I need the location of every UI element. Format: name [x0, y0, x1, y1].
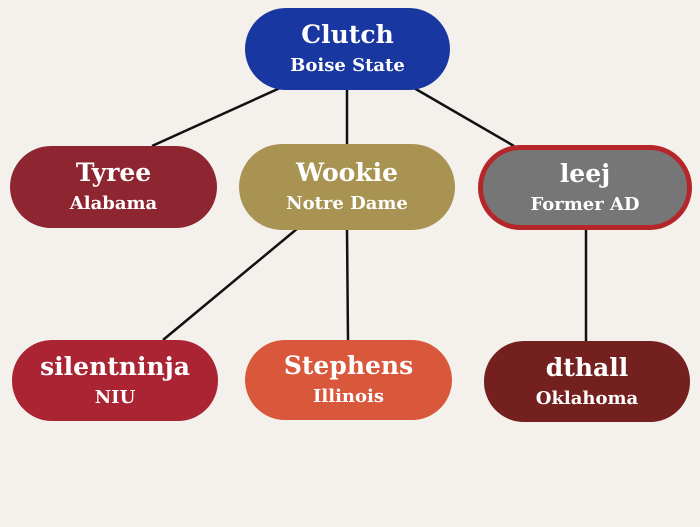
node-silentninja: silentninja NIU — [12, 340, 218, 421]
edge-wookie-silentninja — [162, 227, 299, 341]
node-tyree: Tyree Alabama — [10, 146, 217, 228]
node-wookie: Wookie Notre Dame — [239, 144, 455, 230]
node-name: silentninja — [40, 351, 190, 381]
node-subtitle: Alabama — [69, 193, 158, 214]
node-subtitle: Boise State — [290, 55, 405, 76]
node-subtitle: Illinois — [313, 386, 384, 407]
node-name: Clutch — [301, 20, 394, 49]
node-dthall: dthall Oklahoma — [484, 341, 690, 422]
edge-clutch-leej — [413, 86, 515, 148]
node-name: leej — [559, 158, 611, 188]
node-subtitle: Notre Dame — [286, 193, 408, 214]
edge-clutch-tyree — [151, 86, 281, 148]
node-name: Stephens — [283, 351, 414, 380]
node-subtitle: Oklahoma — [535, 387, 639, 409]
node-name: dthall — [545, 352, 629, 382]
edge-wookie-stephens — [345, 229, 350, 341]
node-clutch: Clutch Boise State — [245, 8, 450, 90]
node-name: Tyree — [75, 158, 152, 187]
node-subtitle: Former AD — [530, 193, 640, 215]
node-leej: leej Former AD — [478, 145, 692, 230]
node-stephens: Stephens Illinois — [245, 340, 452, 420]
node-subtitle: NIU — [94, 386, 136, 408]
node-name: Wookie — [295, 158, 399, 187]
